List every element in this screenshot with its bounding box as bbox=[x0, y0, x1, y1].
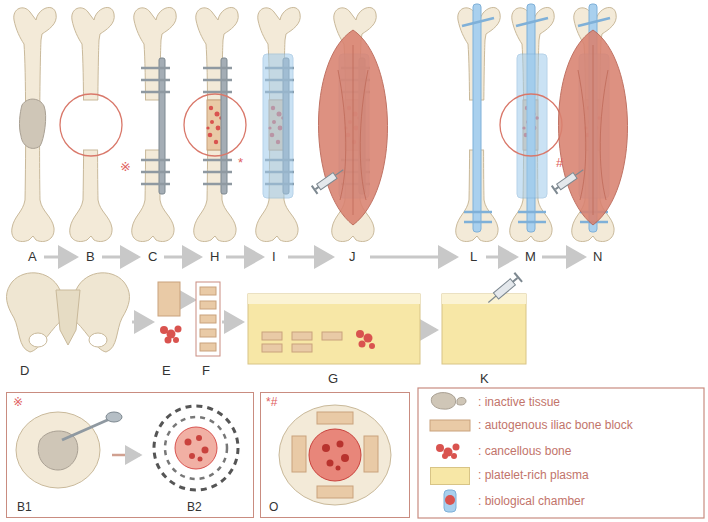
inset-panel: *# O bbox=[260, 392, 410, 518]
femur-c bbox=[132, 7, 177, 241]
reference-mark: * bbox=[238, 156, 243, 170]
femur-b bbox=[60, 7, 122, 241]
legend-samples bbox=[430, 393, 470, 512]
femur-j bbox=[312, 7, 388, 241]
legend-text: : biological chamber bbox=[478, 495, 585, 508]
panel-letter: A bbox=[28, 250, 37, 264]
prp-container-g bbox=[248, 294, 420, 364]
inset-debridement bbox=[16, 406, 238, 490]
panel-letter: H bbox=[210, 250, 219, 264]
femur-l bbox=[456, 4, 501, 242]
reference-mark: ※ bbox=[13, 396, 23, 409]
panel-letter: E bbox=[162, 364, 171, 378]
femur-a bbox=[12, 7, 57, 241]
panel-letter: B2 bbox=[187, 501, 202, 514]
panel-letter: N bbox=[593, 250, 602, 264]
prp-container-k bbox=[442, 273, 526, 364]
reference-mark: *# bbox=[266, 396, 277, 409]
panel-letter: D bbox=[20, 364, 29, 378]
panel-letter: M bbox=[525, 250, 536, 264]
panel-letter: C bbox=[148, 250, 157, 264]
inset-panel: ※ B1 B2 bbox=[6, 392, 254, 518]
panel-letter: I bbox=[272, 250, 276, 264]
femur-i bbox=[256, 7, 301, 241]
legend-text: : cancellous bone bbox=[478, 445, 571, 458]
panel-letter: G bbox=[328, 372, 338, 386]
legend-text: : platelet-rich plasma bbox=[478, 469, 589, 482]
femur-n bbox=[552, 4, 628, 242]
panel-letter: B1 bbox=[17, 501, 32, 514]
reference-mark: # bbox=[556, 156, 563, 170]
pelvis bbox=[7, 273, 130, 352]
reference-mark: ※ bbox=[120, 160, 131, 174]
harvested-bone bbox=[158, 282, 182, 344]
femur-h bbox=[184, 7, 246, 241]
panel-letter: F bbox=[202, 364, 210, 378]
panel-letter: J bbox=[349, 250, 356, 264]
legend-swatch bbox=[430, 467, 470, 485]
legend-text: : inactive tissue bbox=[478, 396, 560, 409]
panel-letter: B bbox=[86, 250, 95, 264]
femur-m bbox=[500, 4, 562, 242]
legend-box bbox=[418, 388, 704, 518]
legend-text: : autogenous iliac bone block bbox=[478, 419, 633, 432]
cut-blocks bbox=[196, 282, 220, 356]
panel-letter: K bbox=[480, 372, 489, 386]
panel-letter: O bbox=[269, 501, 278, 514]
panel-letter: L bbox=[470, 250, 477, 264]
inset-graft-section bbox=[279, 405, 391, 505]
